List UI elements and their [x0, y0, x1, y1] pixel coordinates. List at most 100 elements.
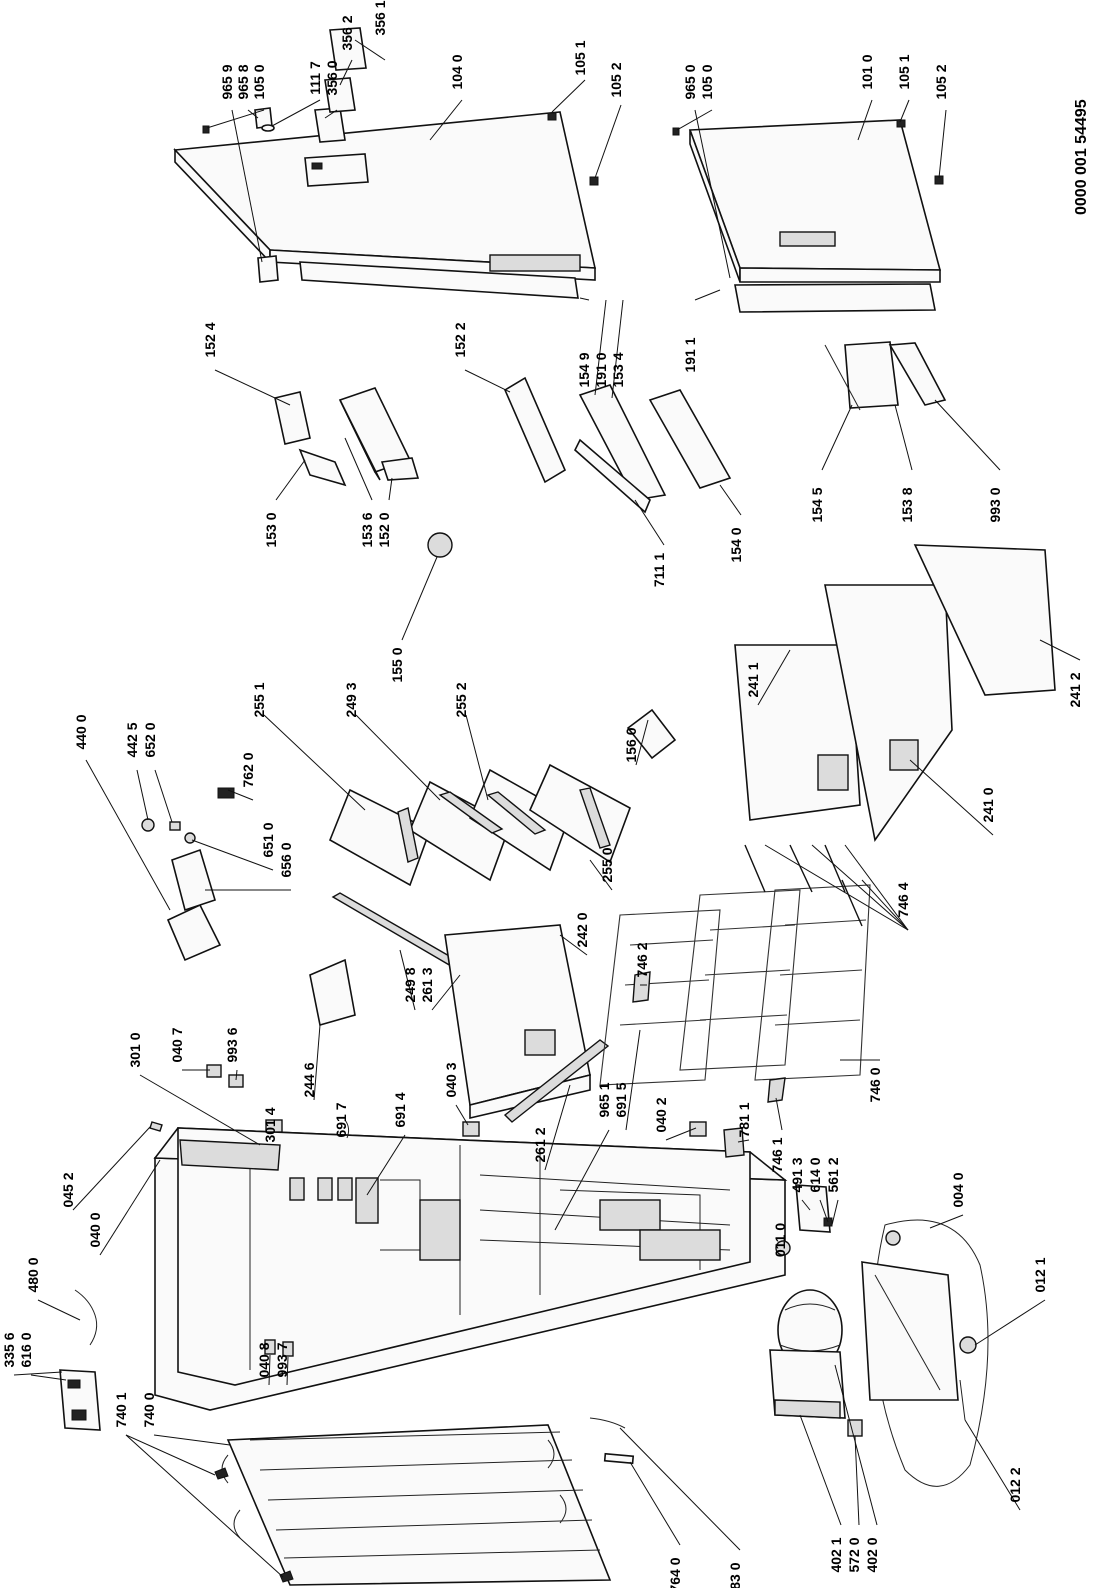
part-label-p0400: 040 0	[87, 1212, 103, 1247]
part-301-4	[265, 1119, 283, 1133]
part-label-p4021: 402 1	[828, 1537, 844, 1572]
part-label-p4800: 480 0	[25, 1257, 41, 1292]
part-label-p2410: 241 0	[980, 787, 996, 822]
part-label-p1010: 101 0	[859, 54, 875, 89]
part-label-p1522: 152 2	[452, 322, 468, 357]
display-356-2	[324, 77, 356, 113]
condenser-coil	[214, 1424, 612, 1586]
part-label-p1051b: 105 1	[896, 54, 912, 89]
part-label-p0403: 040 3	[443, 1062, 459, 1097]
part-label-p0452: 045 2	[60, 1172, 76, 1207]
tube-783	[589, 1417, 626, 1429]
part-label-p2551: 255 1	[251, 682, 267, 717]
part-label-p7464: 746 4	[895, 882, 911, 917]
part-label-p2550: 255 0	[599, 847, 615, 882]
part-label-p0407: 040 7	[169, 1027, 185, 1062]
part-label-p1536: 153 6	[359, 512, 375, 547]
part-label-p0121: 012 1	[1032, 1257, 1048, 1292]
part-label-p6160: 616 0	[18, 1332, 34, 1367]
part-label-p1911: 191 1	[682, 337, 698, 372]
part-label-p6914: 691 4	[392, 1092, 408, 1127]
part-label-p7460: 746 0	[867, 1067, 883, 1102]
part-label-p4020: 402 0	[864, 1537, 880, 1572]
part-045-2	[149, 1121, 163, 1132]
part-label-p2552: 255 2	[453, 682, 469, 717]
compressor	[769, 1289, 863, 1437]
part-label-p6520: 652 0	[142, 722, 158, 757]
part-label-p7461: 746 1	[769, 1137, 785, 1172]
part-label-p1117: 111 7	[307, 61, 323, 95]
part-040-8	[264, 1339, 276, 1355]
part-label-p6510: 651 0	[260, 822, 276, 857]
clip-040-3	[462, 1121, 480, 1137]
hinge-965-9	[257, 255, 279, 283]
part-764	[603, 1452, 635, 1465]
part-label-p1910: 191 0	[593, 352, 609, 387]
part-label-p0402: 040 2	[653, 1097, 669, 1132]
part-label-p7462: 746 2	[634, 942, 650, 977]
part-label-p2498: 249 8	[402, 967, 418, 1002]
part-label-p7620: 762 0	[240, 752, 256, 787]
part-993-7	[282, 1341, 294, 1357]
part-label-p6915: 691 5	[613, 1082, 629, 1117]
part-label-p9651: 965 1	[596, 1082, 612, 1117]
cabinet-body	[153, 1127, 791, 1411]
pin-105-1a	[547, 112, 557, 121]
part-label-p1040: 104 0	[449, 54, 465, 89]
part-label-p3560: 356 0	[324, 60, 340, 95]
pin-105-1b	[896, 119, 906, 128]
part-label-p0408: 040 8	[256, 1342, 272, 1377]
part-label-p1520: 152 0	[376, 512, 392, 547]
part-label-p6917: 691 7	[333, 1102, 349, 1137]
control-box	[59, 1369, 101, 1431]
part-label-p1540: 154 0	[728, 527, 744, 562]
part-label-p1534: 153 4	[610, 352, 626, 387]
part-label-p3356: 335 6	[1, 1332, 17, 1367]
part-label-p9650: 965 0	[682, 64, 698, 99]
part-label-p1545: 154 5	[809, 487, 825, 522]
part-label-p1052a: 105 2	[608, 62, 624, 97]
part-label-p1550: 155 0	[389, 647, 405, 682]
part-label-p7111: 711 1	[651, 553, 667, 587]
part-label-p1549: 154 9	[576, 352, 592, 387]
part-label-p7811: 781 1	[736, 1102, 752, 1137]
part-label-p2446: 244 6	[301, 1062, 317, 1097]
part-label-p0122: 012 2	[1007, 1467, 1023, 1502]
part-label-p9936: 993 6	[224, 1027, 240, 1062]
part-781-1	[723, 1127, 745, 1158]
air-duct-assembly	[141, 787, 356, 1027]
part-label-p6560: 656 0	[278, 842, 294, 877]
part-label-p1050b: 105 0	[699, 64, 715, 99]
part-label-p3010: 301 0	[127, 1032, 143, 1067]
clip-040-2	[689, 1121, 707, 1137]
part-746-2	[632, 971, 651, 1003]
part-label-p1524: 152 4	[202, 322, 218, 357]
base-assembly	[861, 1219, 989, 1487]
part-label-p3562: 356 2	[339, 15, 355, 50]
wire-racks	[599, 844, 871, 1086]
part-746-1	[767, 1077, 786, 1103]
document-number: 0000 001 54495	[1073, 99, 1090, 215]
part-label-p4425: 442 5	[124, 722, 140, 757]
part-label-p2420: 242 0	[574, 912, 590, 947]
part-label-p5720: 572 0	[846, 1537, 862, 1572]
part-label-p4400: 440 0	[73, 714, 89, 749]
part-691-7	[344, 1119, 350, 1139]
glass-shelves	[328, 763, 631, 974]
part-label-p1050a: 105 0	[251, 64, 267, 99]
freezer-drawers	[734, 544, 1056, 842]
display-356-1	[329, 27, 367, 71]
part-label-p5612: 561 2	[825, 1157, 841, 1192]
part-491-3	[795, 1184, 831, 1233]
part-label-p3014: 301 4	[262, 1107, 278, 1142]
pin-105-0b	[672, 127, 680, 136]
clip-040-7	[206, 1064, 222, 1078]
part-label-p2613: 261 3	[419, 967, 435, 1002]
part-label-p7640: 764 0	[667, 1557, 683, 1588]
pin-105-2a	[589, 176, 599, 186]
lower-door	[688, 119, 942, 313]
part-label-p9659: 965 9	[219, 64, 235, 99]
part-label-p1051a: 105 1	[572, 40, 588, 75]
